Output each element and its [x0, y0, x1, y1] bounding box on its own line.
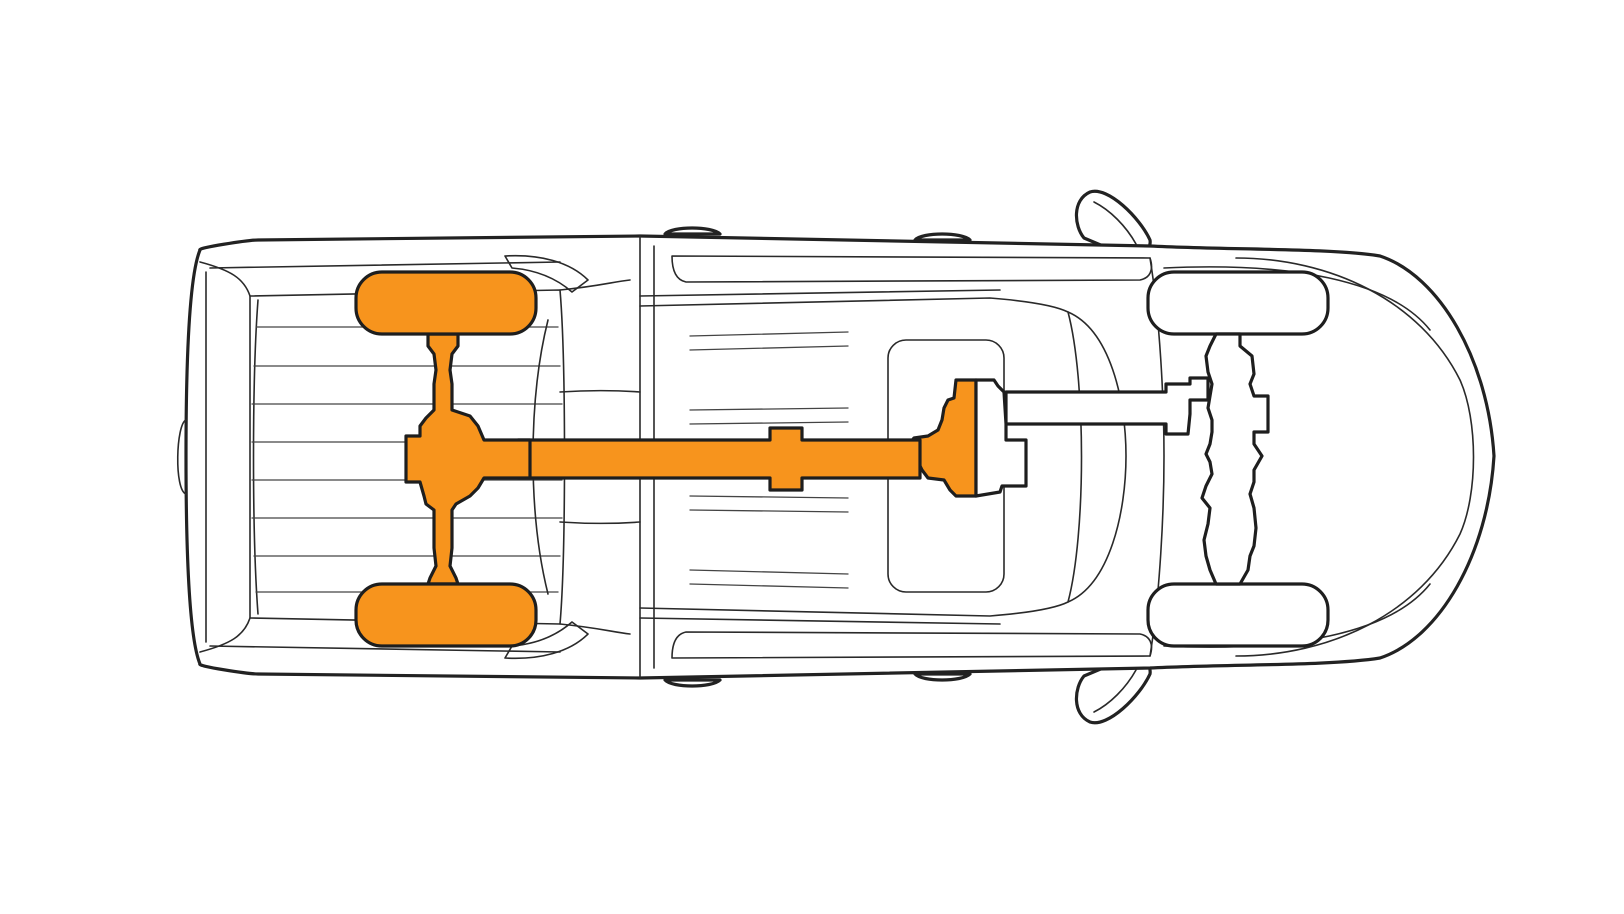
front-driveshaft	[1004, 376, 1210, 436]
rear-left-wheel	[354, 270, 538, 336]
rear-axle	[404, 332, 532, 586]
door-handle	[663, 678, 722, 688]
door-handle	[913, 232, 972, 242]
windshield	[1067, 311, 1127, 603]
transmission	[906, 378, 1028, 498]
rear-left-fender	[504, 254, 589, 293]
front-axle	[1200, 332, 1270, 586]
door-handle	[663, 226, 722, 236]
rear-bumper	[176, 419, 187, 495]
door-handle	[913, 672, 972, 682]
rear-right-wheel	[354, 582, 538, 648]
roof-ribs	[689, 331, 849, 589]
front-left-wheel	[1146, 270, 1330, 336]
transfer-case-undriven-half	[974, 378, 1028, 498]
rear-driveshaft	[516, 426, 922, 492]
rear-right-fender	[504, 621, 589, 660]
front-right-wheel	[1146, 582, 1330, 648]
